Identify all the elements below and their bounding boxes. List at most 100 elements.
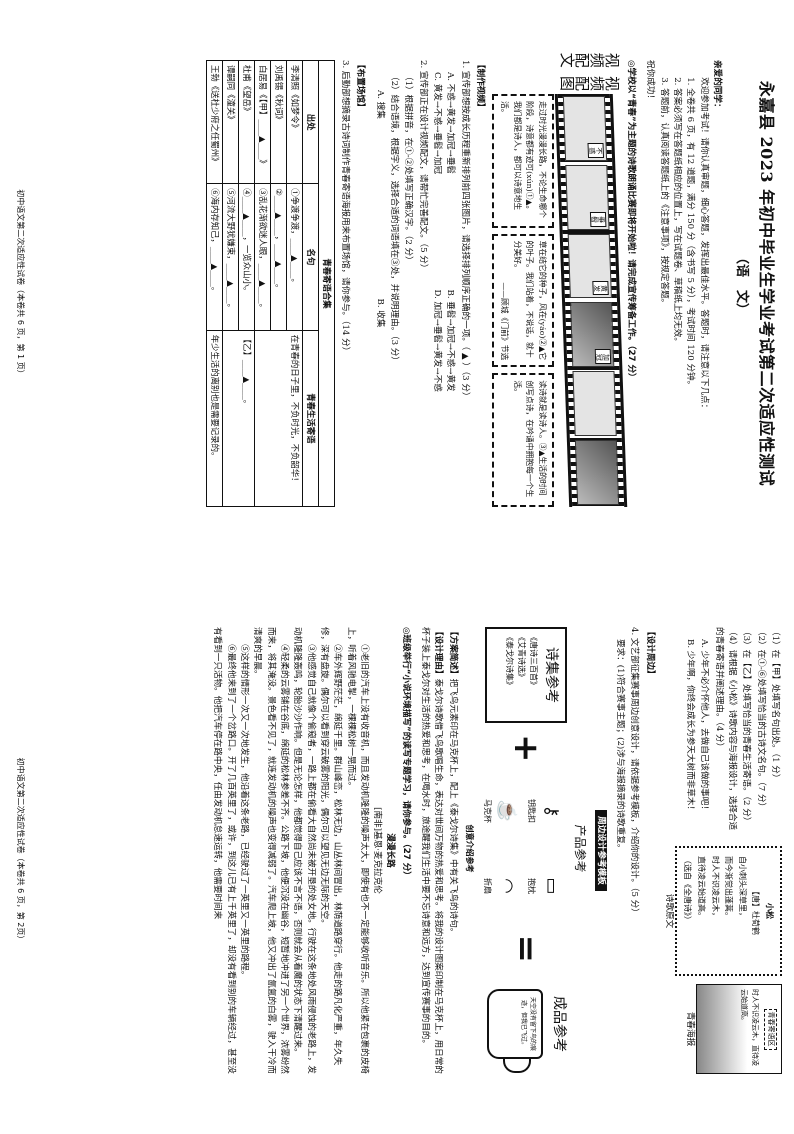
table-row: 李清照《如梦令》 ①争渡争渡，____▲____。 在青春的日子里，不负时光，不… [254,60,303,507]
question-2-sub-1: （1）根据拼音，在①-②处填写正确汉字。（2 分） [403,72,414,265]
instruction-line: 3. 答题前，认真阅读答题纸上的《注意事项》，按规定答题。 [658,77,669,308]
instruction-line: 欢迎参加考试！请你认真审题，细心答题，发挥出最佳水平。答题时，请注意以下几点： [698,77,709,413]
table-row: 王勃《送杜少府之任蜀州》 ⑥海内存知己，____▲____。 年少生活的离别也是… [206,60,223,507]
result-title: 成品参考 [550,996,567,1052]
label-video-captions: 视频配文 [559,50,620,69]
filmstrip: 不惑 垂髫 黄发 加冠 [554,94,628,507]
poem-title: 小松 [765,903,774,919]
exam-page-2: （1）在【甲】处填写名句出处。（1 分） （2）在①-⑥处填写恰当的古诗文名句。… [0,567,794,1134]
column-header: 名句 [302,183,319,331]
frame-tag: 加冠 [594,349,612,365]
section-header-video: 【制作视频】 [475,60,485,112]
section-header-venue: 【布置场馆】 [355,60,366,112]
page-footer: 初中语文第二次适应性试卷（本卷共 6 页，第 2页） [16,757,26,944]
article-paragraph: ⑤这样的情形一次又一次地发生，他沿着这条老路，已经驶过了一英里又一英里的路程。 [239,644,250,980]
plan-text: 把飞鸟元素印在马克杯上，配上《泰戈尔诗集》中有关飞鸟的诗句。 [447,678,458,937]
keychain-icon: ⚷ [540,804,562,818]
caption-boxes: 走过时光漫漫长路，不论生命哪个阶段，诗意都有迹可(xún)①▲。我们都是诗人，都… [492,94,554,508]
poster-text: 时人不识凌云木，直待凌云始道高。 [740,989,760,1066]
question-3-sub-3: （3）在【乙】处填写恰当的青春生活寄语。（2 分） [741,627,752,826]
option-b: B. 少年啊，你终会成长为参天大树而非草木！ [685,639,696,815]
template-banner: 周边设计参考模板 [594,810,607,891]
instruction-line: 祝你成功！ [645,60,656,103]
plan-label: 【方案简述】 [447,627,458,679]
film-frame: 垂髫 [565,164,610,230]
mug-illustration: 天空没有留下鸟的痕迹，但我已飞过。 [487,989,544,1059]
article-author: [南非]基恩·麦克拉克伦 [372,807,383,894]
exam-subject: （语 文） [734,250,750,316]
poster-label: 青春海报 [685,1011,695,1047]
film-frame: 加冠 [569,302,615,368]
caption-box: 草在结它的种子，风在(yáo)②▲它的叶子。我们站着，不说话，就十分美好。——顾… [492,233,554,368]
question-2: 2. 宣传部正在设计视频配文，请帮忙完善配文。（5 分） [417,60,428,273]
books-title: 诗集参考 [543,647,560,703]
question-3-sub-2: （2）在①-⑥处填写恰当的古诗文名句。（7 分） [755,627,766,812]
frame-tag: 黄发 [592,280,609,296]
column-header: 出处 [302,60,319,184]
frame-tag: 垂髫 [589,211,607,227]
option-a: A. 少年不必介怀他人，去做自己该做的事吧！ [699,639,710,814]
question-1: 1. 宣传部想按成长历程重新排列前四张图片，请选择排列顺序正确的一项。（ ▲ ）… [459,60,470,401]
article-title: 漫漫长路 [385,833,396,868]
section-intro-2: ◎班级举行“小说环境描写”的读写专题学习，请你参与。（27 分） [400,627,411,880]
option-c: C. 黄发→不惑→垂髫→加冠 [432,72,443,175]
question-3-sub-1: （1）在【甲】处填写名句出处。（1 分） [770,627,780,783]
option-b: B. 收集 [374,298,385,328]
article-paragraph: ②车外辉野茫茫，绵延千里。群山峰峦，松林无边，山丛林间冒出，林荫道路穿行。他走的… [318,627,343,1066]
design-template: 诗集参考 《唐诗三百首》 《艾青诗选》 《泰戈尔诗集》 + 产品参考 ⚷钥匙扣 … [463,627,590,1074]
products-ref: 产品参考 ⚷钥匙扣 ▭抱枕 ☕马克杯 ◠折扇 创意介绍参考 [463,774,590,924]
question-3: 3. 后勤部想摘录古诗词制作青春寄语海报用来布置场馆，请你参与。（14 分） [340,60,351,356]
video-design: 视频配图 视频配文 不惑 垂髫 黄发 加冠 走过时光漫漫长路，不论生命哪个阶段，… [492,51,628,508]
instruction-line: 1. 全卷共 6 页，有 12 道题，满分 150 分（含书写 5 分），考试时… [685,77,696,390]
page-footer: 初中语文第二次适应性试卷（本卷共 6 页，第 1 页） [16,189,26,378]
section-header-design: 【设计周边】 [644,627,655,679]
poem-label: 诗歌原文 [663,893,674,929]
mug-icon: ☕ [496,799,518,823]
question-3-sub-4: （4）请根据《小松》诗歌内容与海报设计，选择合适的青春寄语并阐述理由。（4 分） [713,627,738,831]
poem-author: 【唐】杜荀鹤 [751,887,761,935]
film-frame [574,440,620,505]
section-intro: ◎学校以“青春”为主题的诗歌朗诵比赛即将开始啦！请完成宣传筹备工作。（27 分） [626,60,637,382]
greeting: 亲爱的同学： [712,60,723,112]
products-title: 产品参考 [573,824,588,873]
frame-tag: 不惑 [587,142,604,158]
article-paragraph: ④轻柔的云雾铺在谷底，绵延的松林参差不齐。公路下坡，他便沉没在幽谷，短暂地冲进了… [252,627,289,1074]
equals-icon: = [506,934,547,964]
caption-source: ——顾城《门前》节选 [500,282,510,361]
poetry-books-box: 诗集参考 《唐诗三百首》 《艾青诗选》 《泰戈尔诗集》 [485,627,568,723]
exam-page-2-slot: （1）在【甲】处填写名句出处。（1 分） （2）在①-⑥处填写恰当的古诗文名句。… [0,567,794,1134]
poem-box: 小松 【唐】杜荀鹤 自小刺头深草里， 而今渐觉出蓬蒿。 时人不识凌云木， 直待凌… [674,846,782,976]
label-video-images: 视频配图 [559,74,620,92]
fan-icon: ◠ [496,878,518,894]
plus-icon: + [506,734,547,763]
creative-label: 创意介绍参考 [465,824,475,873]
article-paragraph: ①老旧的汽车上没有收音机，而且发动机隆隆的噪声太大，即使有也不一定能够收听音乐。… [345,627,369,1074]
poster: 青春寄语区 时人不识凌云木，直待凌云始道高。 [696,984,782,1074]
video-labels: 视频配图 视频配文 [520,51,620,94]
exam-title: 永嘉县 2023 年初中毕业生学业考试第二次适应性测试 [757,80,776,487]
caption-box: 走过时光漫漫长路，不论生命哪个阶段，诗意都有迹可(xún)①▲。我们都是诗人，都… [492,94,554,228]
poem-source: （选自《全唐诗》） [683,856,693,924]
film-frame: 不惑 [562,96,607,161]
instruction-line: 2. 答案必须写在答题纸相应的位置上，写在试题卷、草稿纸上均无效。 [672,77,683,346]
caption-box: 读诗就是读诗人。③▲生活的时间创写点诗，在吟诵中拥抱每一个生活。 [492,373,554,508]
article-paragraph: ⑥最终他来到了一个岔路口。开了几百英里了，或许，到这儿已有上千英里了，却没有看到… [212,627,236,1074]
question-4-requirements: 要求：(1)符合赛事主题；(2)涉与海报摘录的诗歌重复。 [614,639,625,853]
poem-table: 青春寄语合集 出处 名句 青春生活寄语 李清照《如梦令》 ①争渡争渡，____▲… [206,60,335,507]
table-row: 杜甫《望岳》 ④____▲____，一览众山小。 【乙】____▲____。 [222,60,255,507]
exam-page-1-slot: 永嘉县 2023 年初中毕业生学业考试第二次适应性测试 （语 文） 亲爱的同学：… [16,51,776,508]
question-2-sub-2: （2）结合语境，根据字义，选择合适的词语填在③处，并说明理由。（3 分） [389,72,400,365]
table-title: 青春寄语合集 [318,60,335,507]
exam-page-1: 永嘉县 2023 年初中毕业生学业考试第二次适应性测试 （语 文） 亲爱的同学：… [16,51,776,508]
article: 漫漫长路 [南非]基恩·麦克拉克伦 ①老旧的汽车上没有收音机，而且发动机隆隆的噪… [210,627,396,1074]
film-frame [572,371,617,437]
reason-label: 【设计理由】 [433,627,444,679]
result-ref: 成品参考 天空没有留下鸟的痕迹，但我已飞过。 [483,974,569,1074]
article-paragraph: ③他感觉自己就像个偷窥者，一路上都在偷看大自然尚未被开垦的处女地。行驶在这条地处… [292,627,316,1074]
poster-tag: 青春寄语区 [764,1008,777,1050]
reason-text: 泰戈尔诗歌借飞鸟歌唱生命，表达对世间万物的热爱和思考。将我的设计图案印制在马克杯… [420,627,444,1074]
option-b: B. 垂髫→加冠→不惑→黄发 [445,289,456,392]
film-frame: 黄发 [567,233,612,299]
option-a: A. 搜集 [374,90,385,119]
option-d: D. 加冠→垂髫→黄发→不惑 [432,289,443,392]
